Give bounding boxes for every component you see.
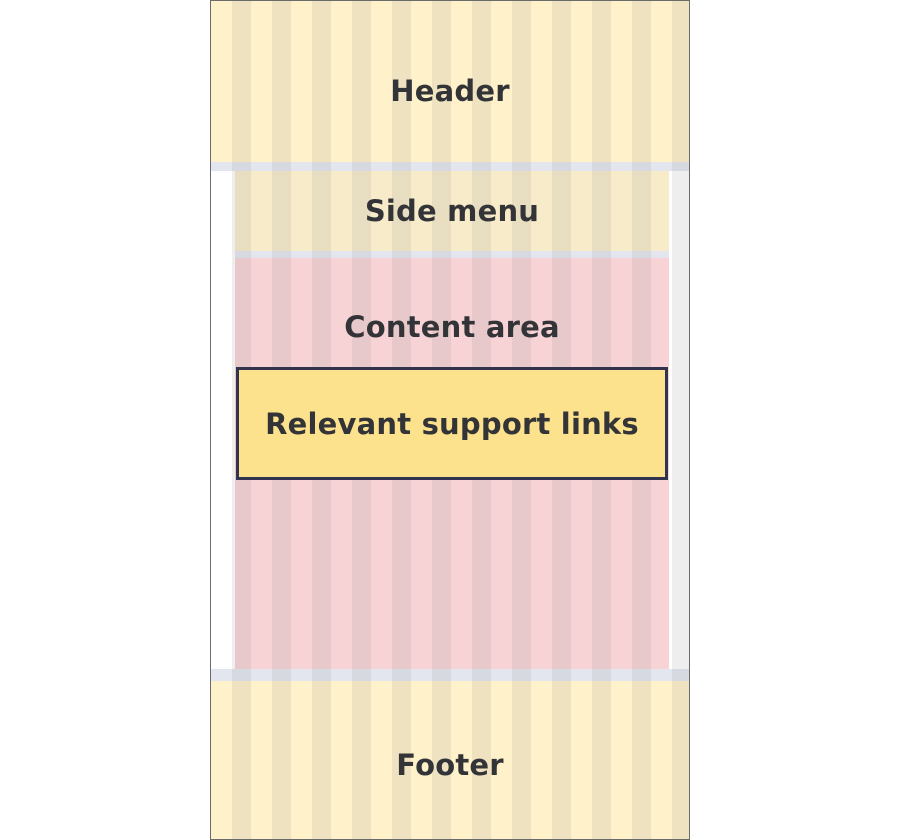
footer-region: Footer [211, 681, 689, 839]
footer-label: Footer [396, 748, 504, 782]
support-links-region: Relevant support links [236, 367, 668, 480]
side-menu-label: Side menu [364, 194, 540, 228]
content-area-label: Content area [344, 310, 560, 344]
grid-gutter-strip [211, 669, 689, 681]
support-links-label: Relevant support links [265, 406, 639, 441]
grid-gutter-strip [211, 162, 689, 171]
header-label: Header [390, 73, 510, 108]
side-menu-region: Side menu [235, 171, 669, 251]
mobile-layout-frame: Header Side menu Content area Relevant s… [210, 0, 690, 840]
grid-gutter-strip [235, 251, 669, 258]
header-region: Header [211, 1, 689, 162]
